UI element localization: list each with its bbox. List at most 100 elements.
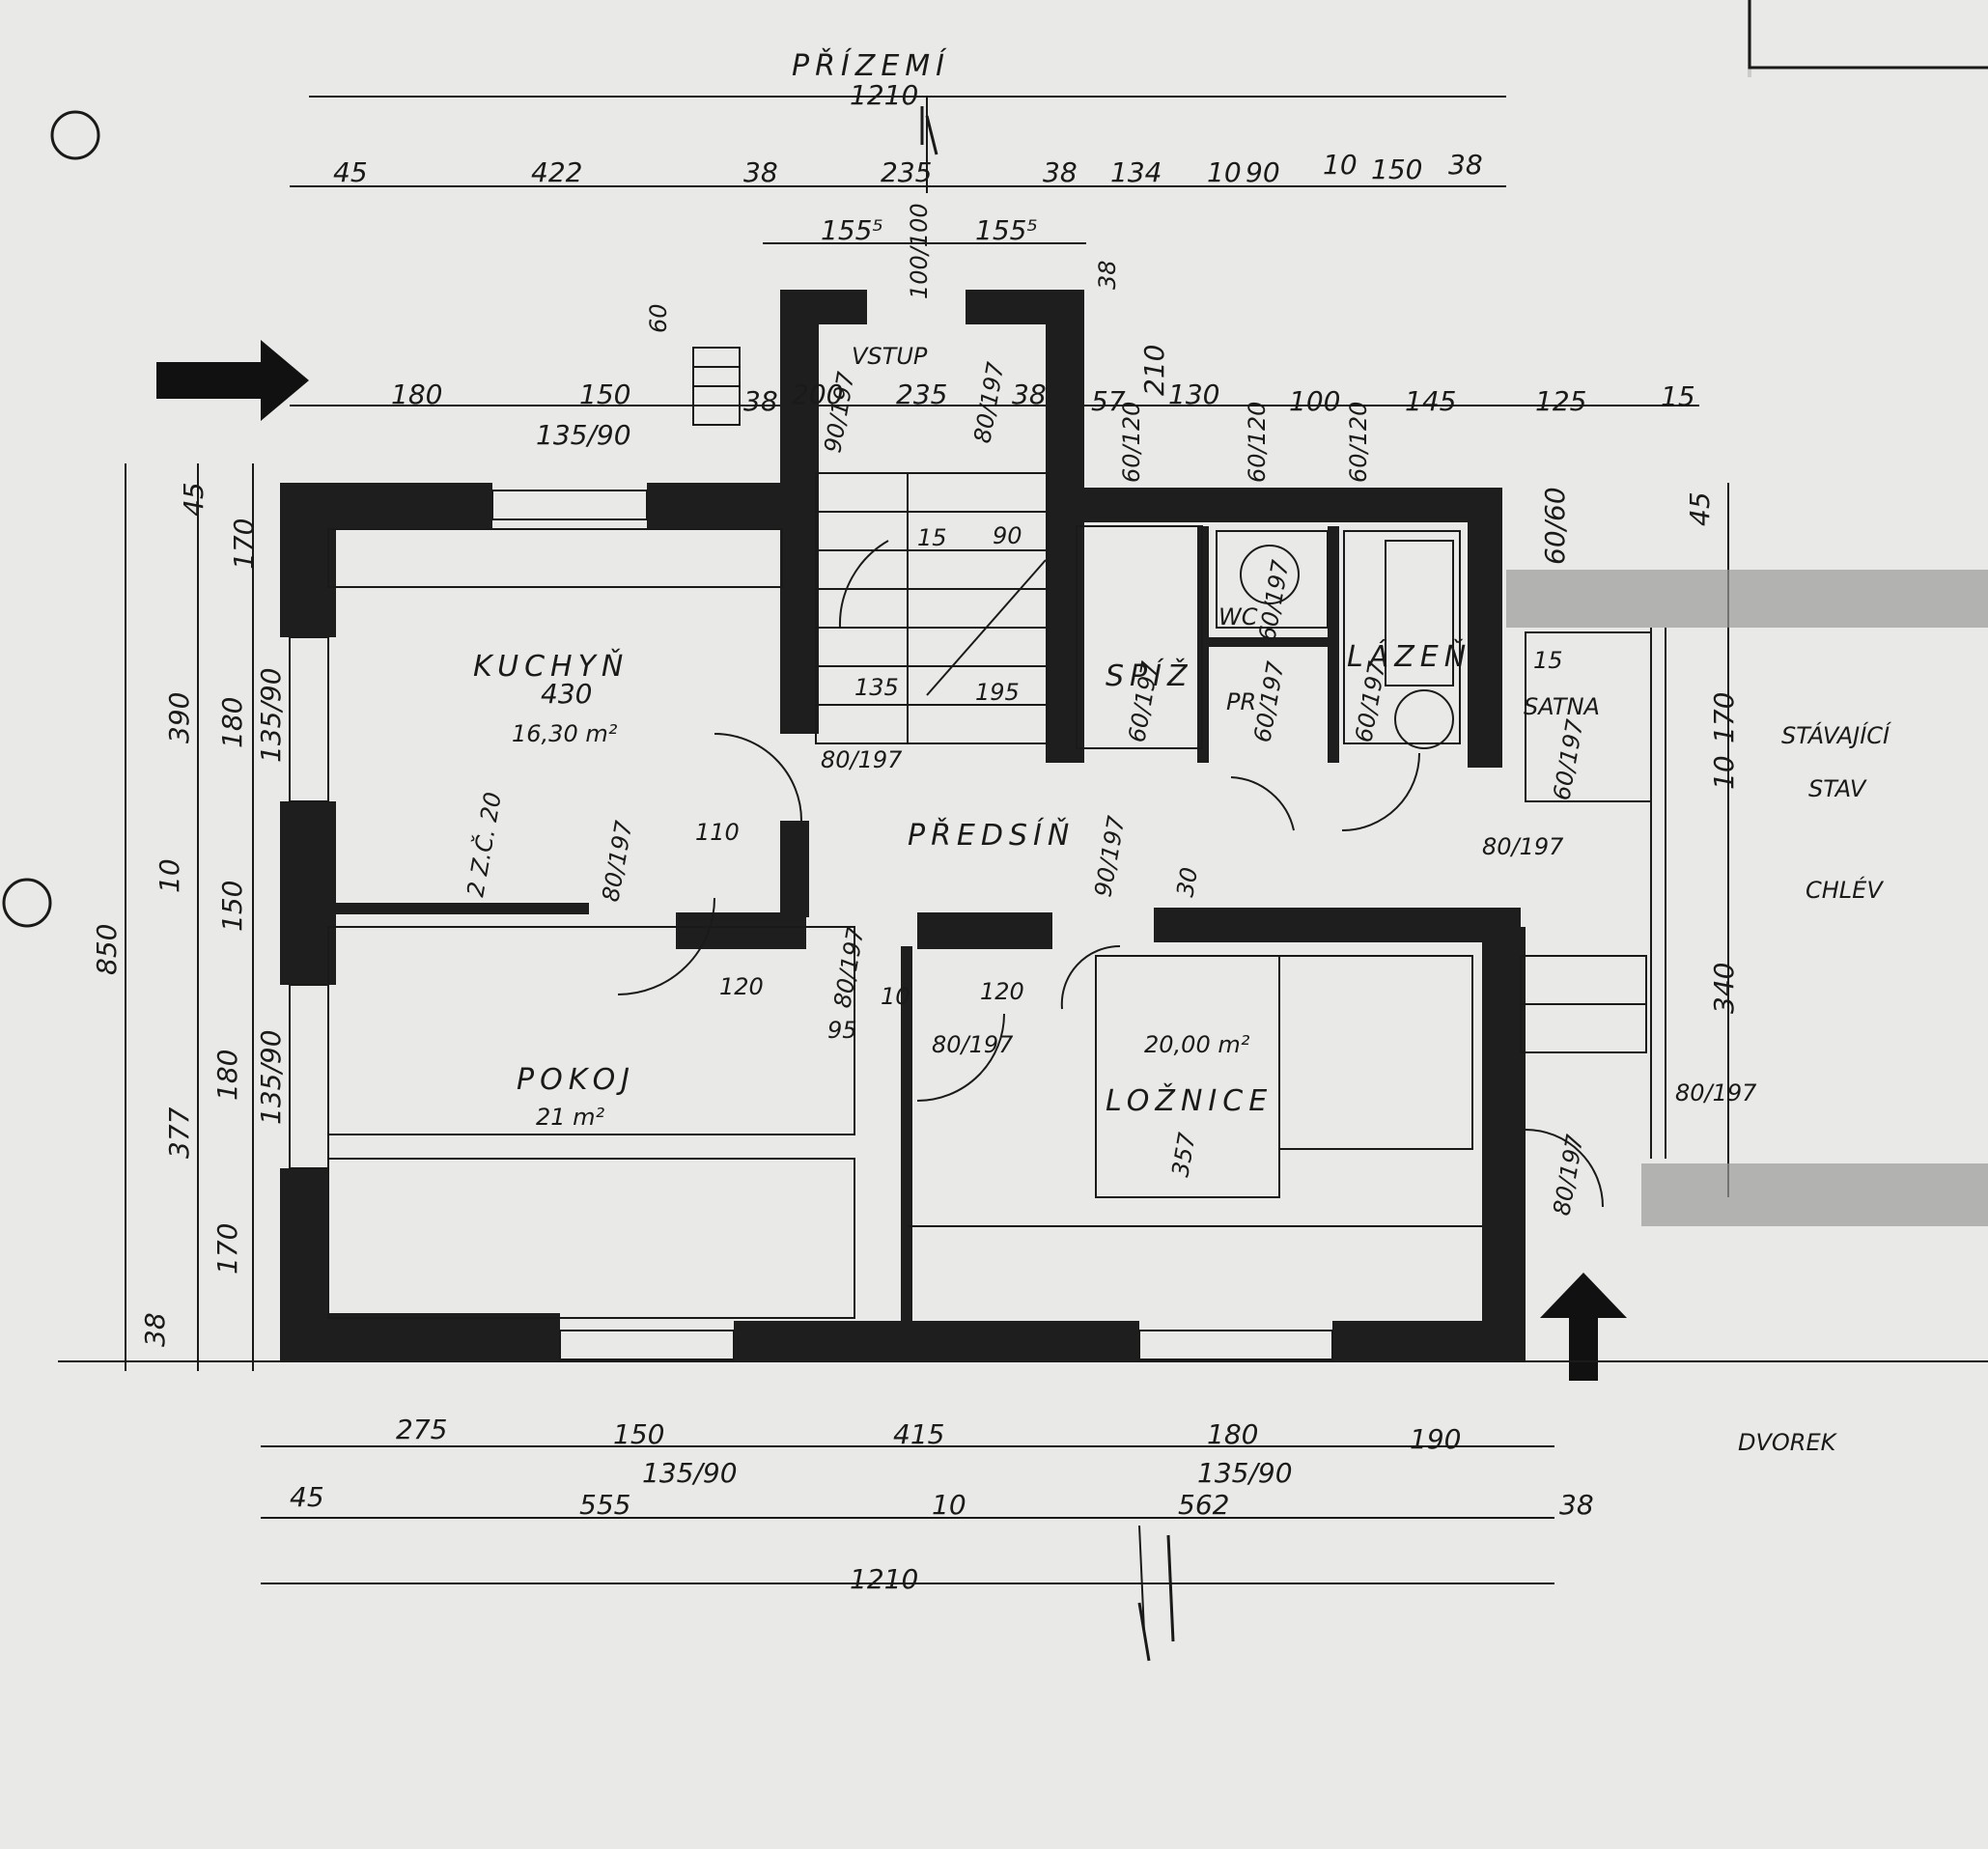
living-area: 21 m² <box>536 1104 605 1131</box>
walls <box>280 290 1526 1361</box>
dim-200: 200 <box>792 378 843 410</box>
label-existing: STÁVAJÍCÍ <box>1781 721 1892 749</box>
dim-60-120a: 60/120 <box>1118 402 1145 483</box>
kitchen-height: 430 <box>541 678 592 710</box>
dim-bot-150: 150 <box>613 1418 664 1450</box>
room-kitchen: KUCHYŇ <box>473 649 629 684</box>
dim-100: 100 <box>1289 385 1340 417</box>
dim-inner-90: 90 <box>993 522 1022 549</box>
bedroom-area: 20,00 m² <box>1144 1031 1250 1058</box>
plan-title: PŘÍZEMÍ <box>792 48 950 83</box>
dim-210: 210 <box>1138 345 1170 396</box>
room-laundry: PR <box>1226 688 1256 715</box>
punch-hole-middle <box>2 878 52 928</box>
dim-38d: 38 <box>743 385 778 417</box>
dim-38a: 38 <box>743 156 778 188</box>
dim-110: 110 <box>695 819 740 846</box>
door-80-197b: 80/197 <box>597 818 637 904</box>
dim-134: 134 <box>1110 156 1162 188</box>
dim-120b: 120 <box>980 978 1024 1005</box>
dim-95: 95 <box>827 1017 857 1044</box>
fixtures <box>289 347 1647 1360</box>
dim-57: 57 <box>1091 385 1126 417</box>
dim-190: 190 <box>1410 1423 1461 1455</box>
bedroom-height: 357 <box>1166 1130 1201 1179</box>
dim-150b: 150 <box>579 378 630 410</box>
dim-bot-38: 38 <box>1559 1489 1594 1521</box>
dim-90: 90 <box>1246 156 1280 188</box>
dim-right-170: 170 <box>1708 692 1740 743</box>
label-yard: DVOREK <box>1738 1429 1838 1456</box>
dim-bot-135-90a: 135/90 <box>642 1457 738 1489</box>
dim-130: 130 <box>1168 378 1219 410</box>
door-80-197c: 80/197 <box>932 1031 1014 1058</box>
dim-100-100: 100/100 <box>906 203 933 299</box>
dim-15: 15 <box>1661 380 1695 412</box>
dim-right-10: 10 <box>1708 755 1740 790</box>
title-block-corner <box>1748 0 1988 70</box>
left-dimensions: 850 390 377 45 170 180 135/90 10 150 180… <box>91 482 287 1347</box>
dim-377: 377 <box>163 1107 195 1159</box>
dim-180b: 180 <box>211 1050 243 1101</box>
dim-inner-10: 10 <box>881 983 910 1010</box>
door-80-197h: 80/197 <box>968 359 1009 445</box>
room-living: POKOJ <box>517 1063 635 1097</box>
dim-155b: 155⁵ <box>975 214 1038 246</box>
entrance-arrow-left <box>156 340 309 421</box>
dim-inner-15b: 15 <box>1533 647 1563 674</box>
dim-bot-180: 180 <box>1207 1418 1258 1450</box>
dim-555: 555 <box>579 1489 630 1521</box>
room-wardrobe: SATNA <box>1524 693 1600 720</box>
room-entrance: VSTUP <box>852 343 928 370</box>
dim-left-10: 10 <box>154 858 185 893</box>
dim-bot-45: 45 <box>290 1481 324 1513</box>
door-80-197a: 80/197 <box>821 746 903 773</box>
dim-right-45: 45 <box>1684 491 1716 526</box>
label-state: STAV <box>1808 775 1867 802</box>
dim-235b: 235 <box>896 378 947 410</box>
dim-235: 235 <box>881 156 932 188</box>
room-wc: WC <box>1218 603 1258 630</box>
kitchen-area: 16,30 m² <box>512 720 618 747</box>
dim-150: 150 <box>1371 154 1422 185</box>
top-dimensions: 1210 45 422 38 235 38 134 10 90 10 150 3… <box>333 79 1695 451</box>
entrance-arrow-bottom <box>1540 1273 1627 1381</box>
door-60-197b: 60/197 <box>1248 658 1289 744</box>
dim-135-90: 135/90 <box>536 419 631 451</box>
dim-right-60-60: 60/60 <box>1539 487 1571 565</box>
dim-562: 562 <box>1178 1489 1229 1521</box>
bottom-dimensions: 275 150 415 180 190 135/90 135/90 45 555… <box>290 1414 1594 1595</box>
dim-390: 390 <box>163 692 195 743</box>
dim-10a: 10 <box>1207 156 1242 188</box>
dim-38b: 38 <box>1043 156 1078 188</box>
door-80-197g: 80/197 <box>828 924 869 1010</box>
dim-180: 180 <box>391 378 442 410</box>
door-60-197e: 60/197 <box>1253 557 1294 643</box>
dim-inner-60: 60 <box>645 303 672 333</box>
dim-38c: 38 <box>1448 149 1483 181</box>
dim-top-total: 1210 <box>850 79 918 111</box>
dim-45: 45 <box>333 156 368 188</box>
right-dimensions: 45 60/60 10 170 340 <box>1539 487 1740 1014</box>
dim-left-150: 150 <box>216 881 248 932</box>
door-80-197d: 80/197 <box>1482 833 1564 860</box>
dim-bot-total: 1210 <box>850 1563 918 1595</box>
room-bathroom: LÁZEŇ <box>1347 639 1471 674</box>
chimney-label: 2 Z.Č. 20 <box>460 790 507 899</box>
dim-120a: 120 <box>719 973 764 1000</box>
door-80-197e: 80/197 <box>1675 1079 1757 1107</box>
dim-195: 195 <box>975 679 1020 706</box>
door-60-197d: 60/197 <box>1548 716 1588 802</box>
dim-inner-30: 30 <box>1171 865 1203 899</box>
room-hall: PŘEDSÍŇ <box>908 818 1075 853</box>
dim-left-135-90b: 135/90 <box>255 1029 287 1125</box>
dim-left-45: 45 <box>178 482 210 517</box>
dim-bot-10: 10 <box>932 1489 966 1521</box>
dim-415: 415 <box>893 1418 944 1450</box>
door-80-197f: 80/197 <box>1548 1132 1588 1218</box>
dim-bot-135-90b: 135/90 <box>1197 1457 1293 1489</box>
dim-145: 145 <box>1405 385 1456 417</box>
dim-38e: 38 <box>1012 378 1047 410</box>
dim-850: 850 <box>91 924 123 975</box>
